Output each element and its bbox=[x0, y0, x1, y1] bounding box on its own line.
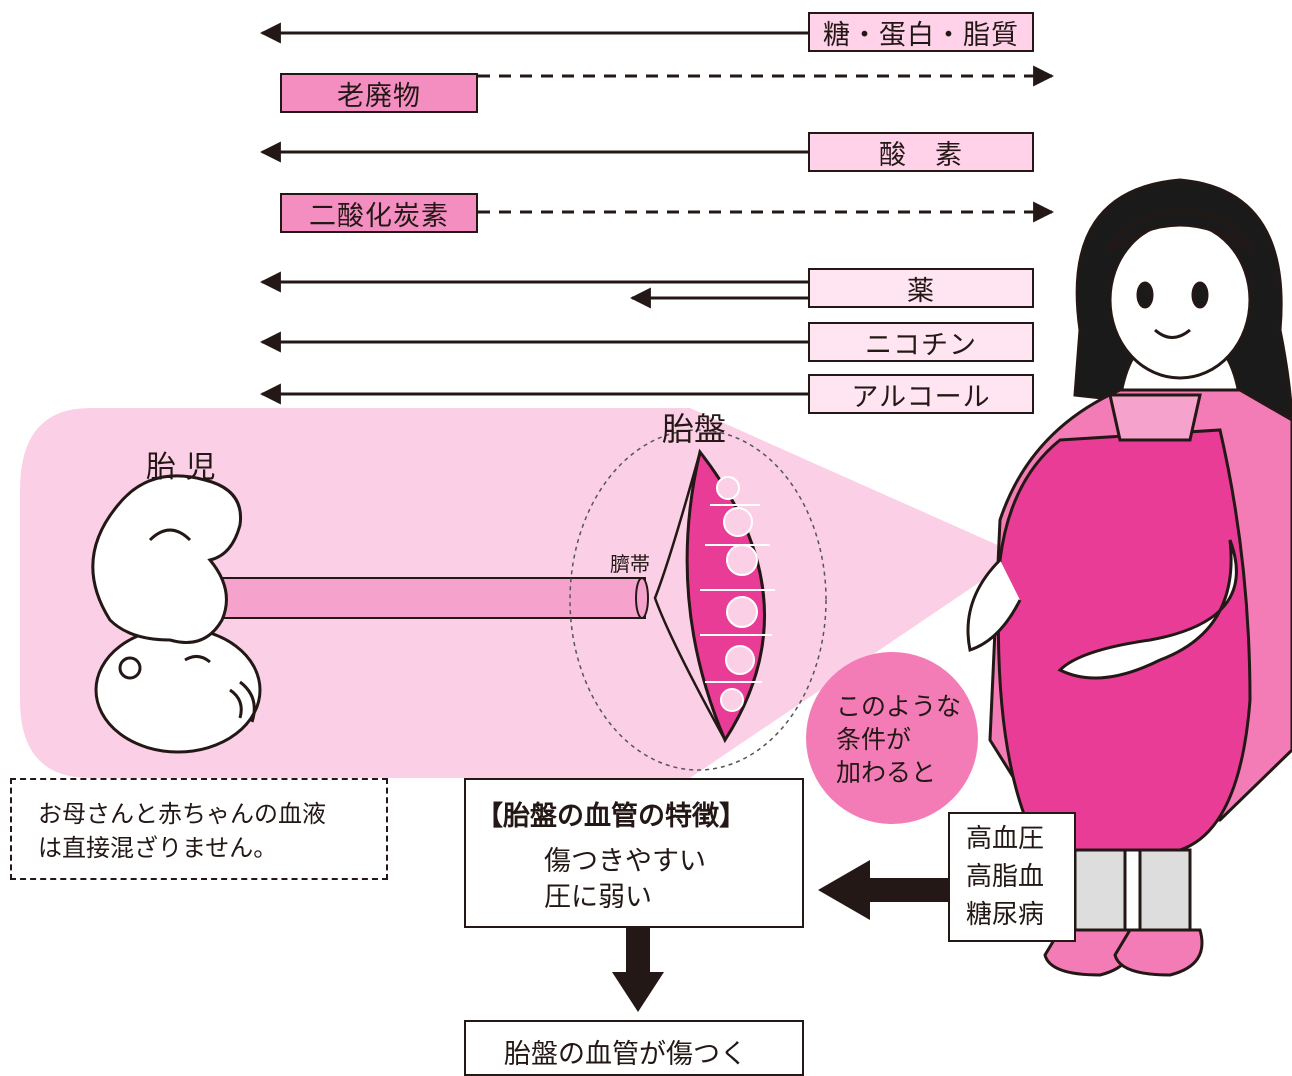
features-box bbox=[464, 778, 804, 928]
label-waste: 老廃物 bbox=[280, 73, 478, 113]
umbilical-cord bbox=[199, 577, 646, 619]
result-box bbox=[464, 1020, 804, 1076]
blood-note-text: お母さんと赤ちゃんの血液 は直接混ざりません。 bbox=[38, 800, 326, 862]
label-oxygen: 酸 素 bbox=[808, 132, 1034, 172]
arrow-features-to-result bbox=[612, 928, 664, 1012]
features-list: 傷つきやすい 圧に弱い bbox=[544, 846, 706, 913]
fetus-illustration bbox=[91, 474, 262, 754]
blood-note-box bbox=[10, 778, 388, 880]
label-medicine: 薬 bbox=[808, 268, 1034, 308]
result-text: 胎盤の血管が傷つく bbox=[504, 1039, 747, 1070]
villi-stems bbox=[700, 504, 775, 683]
conditions-list-box bbox=[948, 812, 1076, 942]
mother-illustration bbox=[966, 178, 1292, 977]
label-co2: 二酸化炭素 bbox=[280, 193, 478, 233]
label-nutrients: 糖・蛋白・脂質 bbox=[808, 12, 1034, 52]
placenta-membrane bbox=[653, 451, 727, 741]
label-placenta: 胎盤 bbox=[662, 410, 727, 448]
label-umbilical-cord: 臍帯 bbox=[610, 552, 650, 576]
features-title: 【胎盤の血管の特徴】 bbox=[476, 801, 746, 832]
placenta-outline bbox=[569, 429, 827, 771]
conditions-intro: このような 条件が 加わると bbox=[836, 692, 962, 787]
flow-arrows bbox=[612, 860, 948, 1012]
placenta-villi bbox=[716, 476, 758, 712]
label-alcohol: アルコール bbox=[808, 374, 1034, 414]
conditions-list: 高血圧 高脂血 糖尿病 bbox=[966, 824, 1045, 930]
conditions-bubble bbox=[806, 652, 978, 824]
label-fetus: 胎 児 bbox=[146, 450, 216, 485]
label-nicotine: ニコチン bbox=[808, 322, 1034, 362]
cord-end bbox=[635, 577, 649, 619]
transfer-arrows bbox=[259, 22, 1055, 405]
arrow-conditions-to-features bbox=[818, 860, 948, 920]
